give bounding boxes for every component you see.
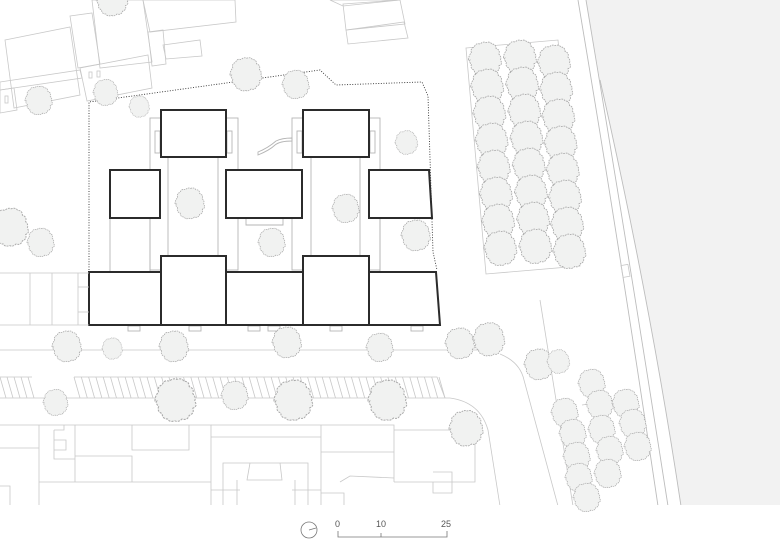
riverbank-path-line-2 xyxy=(585,0,669,507)
legend xyxy=(300,521,448,539)
building-north-west xyxy=(160,109,227,158)
building-south-block xyxy=(88,255,442,326)
riverbank-path-line xyxy=(577,0,659,507)
building-mid-west xyxy=(109,169,161,219)
river-area xyxy=(586,0,780,506)
scale-label-25: 25 xyxy=(441,519,452,529)
west-parking xyxy=(0,272,89,326)
scale-label-10: 10 xyxy=(376,519,387,529)
north-arrow-icon xyxy=(300,521,318,539)
context-buildings-north xyxy=(0,0,409,114)
proposed-buildings xyxy=(88,109,442,326)
scale-label-0: 0 xyxy=(335,519,341,529)
context-buildings-south xyxy=(0,424,476,506)
river-edge xyxy=(599,79,682,507)
plot-boundary xyxy=(88,69,438,271)
scale-bar xyxy=(337,531,448,538)
building-mid-center xyxy=(225,169,303,219)
building-north-east xyxy=(302,109,370,158)
building-mid-east xyxy=(368,169,434,219)
